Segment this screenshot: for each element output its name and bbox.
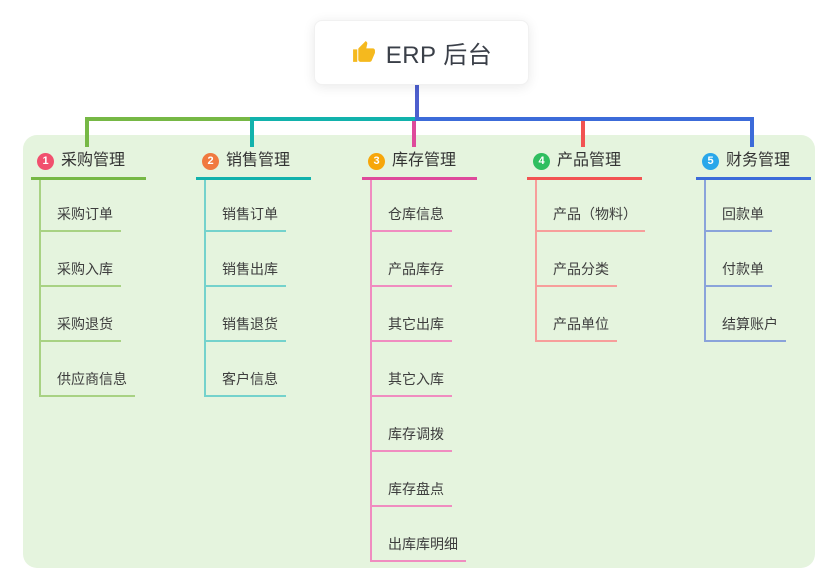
branch-4-item-1[interactable]: 产品（物料） — [535, 204, 645, 232]
bus-segment-1 — [85, 117, 254, 121]
bus-segment-2 — [250, 117, 419, 121]
drop-branch-2 — [250, 117, 254, 147]
bus-segment-5 — [415, 117, 754, 121]
branch-2-item-2[interactable]: 销售出库 — [204, 259, 286, 287]
branch-3-item-5[interactable]: 库存调拨 — [370, 424, 452, 452]
branch-spine-3 — [370, 180, 372, 560]
branch-4-item-2[interactable]: 产品分类 — [535, 259, 617, 287]
branch-badge-1: 1 — [37, 152, 54, 170]
branch-3-item-2[interactable]: 产品库存 — [370, 259, 452, 287]
branch-3-item-7[interactable]: 出库库明细 — [370, 534, 466, 562]
branch-spine-1 — [39, 180, 41, 395]
branch-1-item-3[interactable]: 采购退货 — [39, 314, 121, 342]
branch-5-item-3[interactable]: 结算账户 — [704, 314, 786, 342]
branch-3-item-6[interactable]: 库存盘点 — [370, 479, 452, 507]
branch-title-label: 产品管理 — [557, 152, 622, 169]
branch-title-5[interactable]: 5 财务管理 — [696, 151, 811, 180]
branch-3-item-4[interactable]: 其它入库 — [370, 369, 452, 397]
branch-title-label: 销售管理 — [226, 152, 291, 169]
branch-badge-5: 5 — [702, 152, 719, 170]
drop-branch-4 — [581, 121, 585, 147]
drop-branch-1 — [85, 117, 89, 147]
branch-2-item-1[interactable]: 销售订单 — [204, 204, 286, 232]
root-node[interactable]: ERP 后台 — [314, 20, 529, 85]
branch-1-item-2[interactable]: 采购入库 — [39, 259, 121, 287]
branch-1-item-1[interactable]: 采购订单 — [39, 204, 121, 232]
branch-5-item-1[interactable]: 回款单 — [704, 204, 772, 232]
branch-spine-2 — [204, 180, 206, 395]
drop-branch-5 — [750, 117, 754, 147]
branch-title-4[interactable]: 4 产品管理 — [527, 151, 642, 180]
branch-title-label: 采购管理 — [61, 152, 126, 169]
branch-3-item-3[interactable]: 其它出库 — [370, 314, 452, 342]
root-title: ERP 后台 — [385, 42, 493, 69]
branch-badge-4: 4 — [533, 152, 550, 170]
trunk-line — [415, 83, 419, 121]
branch-1-item-4[interactable]: 供应商信息 — [39, 369, 135, 397]
branch-title-1[interactable]: 1 采购管理 — [31, 151, 146, 180]
drop-branch-3 — [412, 121, 416, 147]
branch-title-label: 库存管理 — [392, 152, 457, 169]
branch-spine-5 — [704, 180, 706, 340]
branch-badge-2: 2 — [202, 152, 219, 170]
branches-panel — [23, 135, 815, 568]
branch-4-item-3[interactable]: 产品单位 — [535, 314, 617, 342]
branch-3-item-1[interactable]: 仓库信息 — [370, 204, 452, 232]
branch-2-item-4[interactable]: 客户信息 — [204, 369, 286, 397]
thumbs-up-icon — [352, 41, 375, 62]
branch-title-2[interactable]: 2 销售管理 — [196, 151, 311, 180]
branch-spine-4 — [535, 180, 537, 340]
branch-title-3[interactable]: 3 库存管理 — [362, 151, 477, 180]
branch-title-label: 财务管理 — [726, 152, 791, 169]
branch-5-item-2[interactable]: 付款单 — [704, 259, 772, 287]
branch-badge-3: 3 — [368, 152, 385, 170]
branch-2-item-3[interactable]: 销售退货 — [204, 314, 286, 342]
